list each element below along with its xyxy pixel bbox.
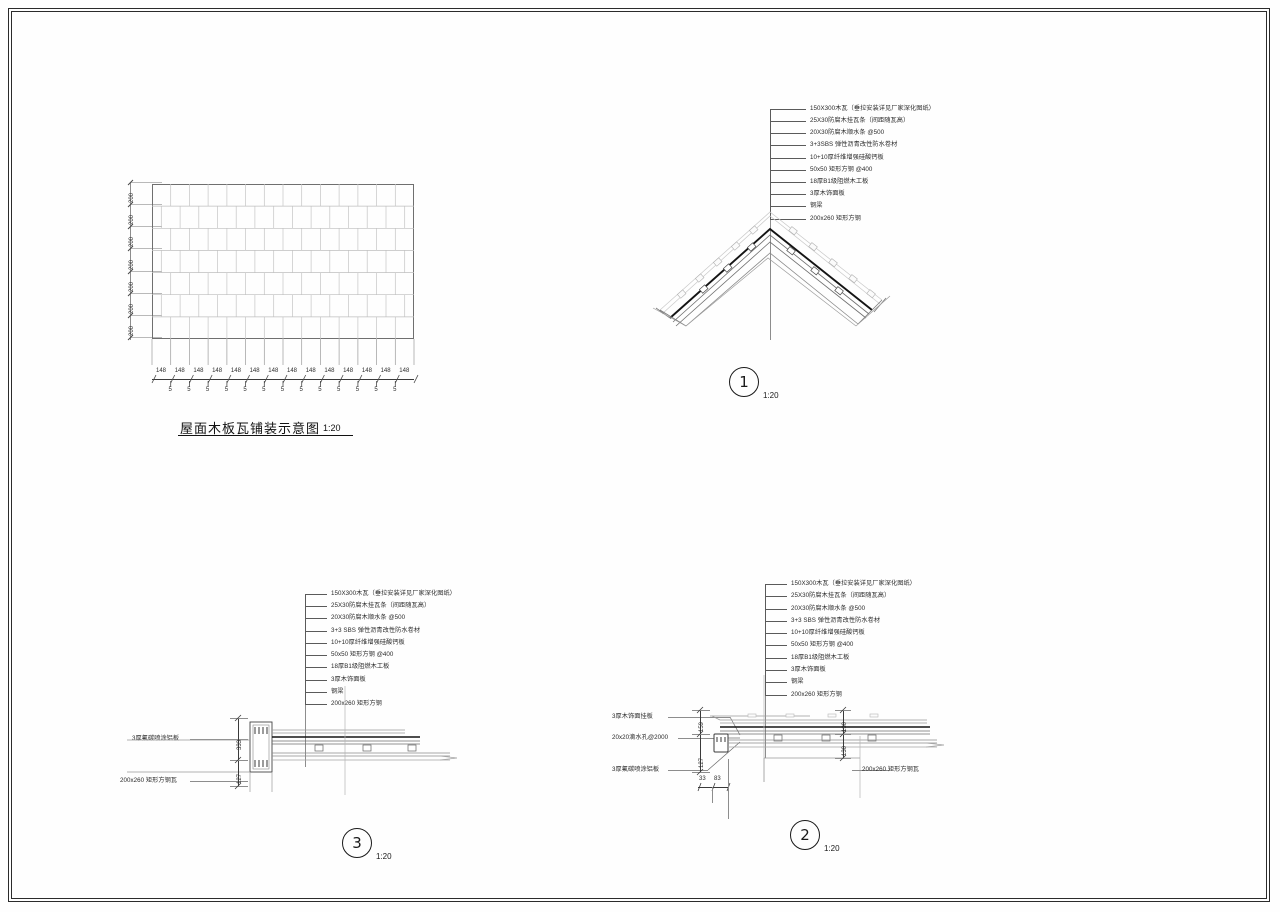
dim-value: 33 bbox=[699, 776, 706, 782]
dim-value: 148 bbox=[287, 368, 298, 374]
tile-plan-horizontal-dim-chain: 148 148 148 148 148 148 148 148 148 148 … bbox=[151, 365, 422, 405]
detail-2-right-note: 200x260 矩形方钢瓦 bbox=[862, 766, 920, 773]
detail-2-note: 3厚木饰面板 bbox=[791, 666, 826, 673]
detail-2-note: 50x50 矩形方钢 @400 bbox=[791, 641, 854, 648]
dim-value: 5 bbox=[168, 387, 172, 393]
sheet-border-outer bbox=[8, 8, 1270, 902]
detail-2-left-note: 3厚氟碳喷涂铝板 bbox=[612, 766, 660, 773]
detail-2-note: 150X300木瓦（垂拉安装详见厂家深化图纸） bbox=[791, 580, 916, 587]
dim-value: 5 bbox=[187, 387, 191, 393]
dim-value: 5 bbox=[262, 387, 266, 393]
dim-value: 5 bbox=[374, 387, 378, 393]
detail-3-note: 200x260 矩形方钢 bbox=[331, 700, 382, 707]
detail-2-note: 钢梁 bbox=[791, 678, 804, 685]
dim-value: 148 bbox=[156, 368, 167, 374]
dim-value: 5 bbox=[393, 387, 397, 393]
detail-2-note: 3+3 SBS 弹性沥青改性防水卷材 bbox=[791, 617, 881, 624]
detail-2-left-note: 20x20滴水孔@2000 bbox=[612, 734, 669, 741]
dim-value: 5 bbox=[318, 387, 322, 393]
detail-1-note: 钢梁 bbox=[810, 202, 823, 209]
sheet-border-inner bbox=[11, 11, 1267, 899]
detail-3-note: 3+3 SBS 弹性沥青改性防水卷材 bbox=[331, 627, 421, 634]
detail-3-left-note: 3厚氟碳喷涂铝板 bbox=[132, 735, 180, 742]
dim-value: 148 bbox=[361, 368, 372, 374]
detail-2-note: 18厚B1级阻燃木工板 bbox=[791, 654, 850, 661]
dim-value: 5 bbox=[355, 387, 360, 393]
tile-grid bbox=[152, 184, 414, 339]
detail-2-note: 200x260 矩形方钢 bbox=[791, 691, 842, 698]
detail-1-bubble: 1 bbox=[729, 367, 759, 397]
detail-3-drawing: 150X300木瓦（垂拉安装详见厂家深化图纸） 25X30防腐木挂瓦条（间距随瓦… bbox=[120, 580, 500, 880]
tile-plan-extension-lines bbox=[151, 339, 415, 365]
dim-value: 148 bbox=[268, 368, 279, 374]
detail-1-note: 3+3SBS 弹性沥青改性防水卷材 bbox=[810, 141, 898, 148]
detail-2-note: 20X30防腐木顺水条 @500 bbox=[791, 605, 866, 612]
detail-3-note: 25X30防腐木挂瓦条（间距随瓦高） bbox=[331, 602, 431, 609]
dim-value: 148 bbox=[249, 368, 260, 374]
detail-3-note: 3厚木饰面板 bbox=[331, 676, 366, 683]
dim-value: 148 bbox=[324, 368, 335, 374]
tile-plan-scale: 1:20 bbox=[323, 423, 341, 433]
detail-1-note: 25X30防腐木挂瓦条（间距随瓦高） bbox=[810, 117, 910, 124]
dim-value: 148 bbox=[305, 368, 316, 374]
detail-3-eave-section bbox=[127, 686, 458, 795]
dim-value: 5 bbox=[243, 387, 247, 393]
detail-1-ridge-section bbox=[652, 211, 891, 327]
detail-2-scale: 1:20 bbox=[824, 844, 840, 853]
dim-value: 148 bbox=[212, 368, 223, 374]
dim-value: 83 bbox=[714, 776, 721, 782]
dim-value: 5 bbox=[299, 387, 303, 393]
detail-3-left-note: 200x260 矩形方钢瓦 bbox=[120, 777, 178, 784]
detail-3-note: 10+10厚纤维增强硅酸钙板 bbox=[331, 639, 405, 646]
tile-plan-title: 屋面木板瓦铺装示意图 bbox=[180, 422, 321, 437]
detail-1-drawing: 150X300木瓦（垂拉安装详见厂家深化图纸） 25X30防腐木挂瓦条（间距随瓦… bbox=[640, 95, 980, 425]
detail-1-note: 18厚B1级阻燃木工板 bbox=[810, 178, 869, 185]
dim-value: 148 bbox=[343, 368, 354, 374]
dim-value: 5 bbox=[224, 387, 229, 393]
detail-2-note: 10+10厚纤维增强硅酸钙板 bbox=[791, 629, 865, 636]
detail-3-note: 20X30防腐木顺水条 @500 bbox=[331, 614, 406, 621]
dim-value: 148 bbox=[174, 368, 185, 374]
detail-1-scale: 1:20 bbox=[763, 391, 779, 400]
dim-value: 148 bbox=[399, 368, 410, 374]
detail-1-note: 50x50 矩形方钢 @400 bbox=[810, 166, 873, 173]
dim-value: 5 bbox=[337, 387, 341, 393]
dim-value: 5 bbox=[280, 387, 285, 393]
detail-3-bubble: 3 bbox=[342, 828, 372, 858]
detail-2-drawing: 150X300木瓦（垂拉安装详见厂家深化图纸） 25X30防腐木挂瓦条（间距随瓦… bbox=[600, 570, 1000, 880]
dim-value: 148 bbox=[380, 368, 391, 374]
dim-value: 5 bbox=[205, 387, 210, 393]
dim-value: 148 bbox=[230, 368, 241, 374]
detail-1-note: 3厚木饰面板 bbox=[810, 190, 845, 197]
detail-1-note: 20X30防腐木顺水条 @500 bbox=[810, 129, 885, 136]
detail-1-note: 150X300木瓦（垂拉安装详见厂家深化图纸） bbox=[810, 105, 935, 112]
tile-plan-drawing: 200 200 200 200 200 200 200 bbox=[0, 0, 470, 460]
detail-2-eave-section bbox=[710, 675, 945, 798]
detail-2-bubble: 2 bbox=[790, 820, 820, 850]
dim-value: 148 bbox=[193, 368, 204, 374]
detail-3-note: 18厚B1级阻燃木工板 bbox=[331, 663, 390, 670]
tile-plan-title-underline bbox=[178, 435, 353, 436]
detail-2-left-note: 3厚木饰面挂板 bbox=[612, 713, 653, 720]
detail-2-note: 25X30防腐木挂瓦条（间距随瓦高） bbox=[791, 592, 891, 599]
detail-3-note: 50x50 矩形方钢 @400 bbox=[331, 651, 394, 658]
detail-3-note: 150X300木瓦（垂拉安装详见厂家深化图纸） bbox=[331, 590, 456, 597]
detail-1-note: 10+10厚纤维增强硅酸钙板 bbox=[810, 154, 884, 161]
detail-3-note: 钢梁 bbox=[331, 688, 344, 695]
detail-1-note: 200x260 矩形方钢 bbox=[810, 215, 861, 222]
detail-3-scale: 1:20 bbox=[376, 852, 392, 861]
